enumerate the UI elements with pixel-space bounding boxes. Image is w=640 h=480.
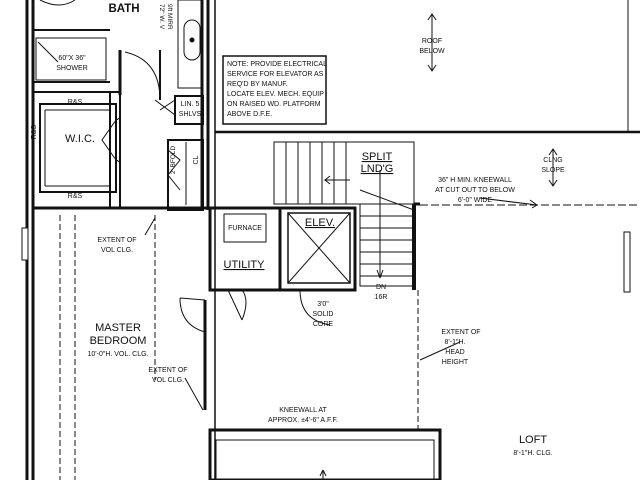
wic-area <box>39 103 121 193</box>
elev-note-line: REQ'D BY MANUF. <box>227 81 288 88</box>
label-cl: CL <box>193 155 200 164</box>
roof-arrow <box>427 13 437 72</box>
label-solid-3: CORE <box>313 321 334 328</box>
label-extent-vol-2b: VOL CLG. <box>152 377 184 384</box>
label-solid-1: 3'0" <box>317 301 329 308</box>
label-lin-2: SHLVS <box>179 111 202 118</box>
kneewall-note-line: AT CUT OUT TO BELOW <box>435 187 515 194</box>
label-elev: ELEV. <box>305 217 335 229</box>
label-clng-1: CLNG <box>543 157 562 164</box>
label-extent-head-1: EXTENT OF <box>441 329 480 336</box>
label-extent-head-4: HEIGHT <box>442 359 469 366</box>
kneewall-note: 36" H MIN. KNEEWALL AT CUT OUT TO BELOW … <box>435 177 515 204</box>
bath-area <box>33 0 204 101</box>
label-roof-2: BELOW <box>419 48 445 55</box>
kneewall-note-line: 6'-0" WIDE <box>458 197 492 204</box>
elev-note-line: LOCATE ELEV. MECH. EQUIP <box>227 91 324 98</box>
label-roof-1: ROOF <box>422 38 442 45</box>
label-furnace: FURNACE <box>228 225 262 232</box>
elev-note-line: NOTE: PROVIDE ELECTRICAL <box>227 61 327 68</box>
label-mirror-2: 9ft MIRR <box>166 4 173 30</box>
elev-note-line: SERVICE FOR ELEVATOR AS <box>227 71 324 78</box>
stairs <box>273 141 420 290</box>
label-rs-top: R&S <box>68 99 83 106</box>
label-bifold: 2' BFOLD <box>170 146 177 175</box>
label-master-clg: 10'-0"H. VOL. CLG. <box>87 351 148 358</box>
slope-arrow <box>548 148 558 187</box>
label-utility: UTILITY <box>224 259 266 271</box>
label-kneewall-2b: APPROX. ±4'-6" A.F.F. <box>268 417 338 424</box>
elevator-note-box <box>222 55 327 125</box>
label-bath: BATH <box>108 3 139 15</box>
elev-note-line: ON RAISED WD. PLATFORM <box>227 101 321 108</box>
label-solid-2: SOLID <box>312 311 333 318</box>
loft-opening <box>208 428 442 480</box>
label-split-2: LND'G <box>361 163 394 175</box>
label-extent-head-2: 8'-1"H. <box>445 339 466 346</box>
kneewall-note-line: 36" H MIN. KNEEWALL <box>438 177 512 184</box>
roof-below <box>214 0 640 480</box>
utility-elevator <box>208 206 357 326</box>
label-mirror-1: 72" W. V <box>158 4 165 30</box>
label-loft-clg: 8'-1"H. CLG. <box>513 450 552 457</box>
label-extent-head-3: HEAD <box>445 349 464 356</box>
label-shower-1: 60"X 36" <box>58 55 86 62</box>
label-rs-side: R&S <box>31 124 38 139</box>
label-dn: DN <box>376 284 386 291</box>
linen-closet <box>154 95 204 211</box>
window-right <box>623 231 631 293</box>
elevator-note: NOTE: PROVIDE ELECTRICAL SERVICE FOR ELE… <box>227 61 327 118</box>
label-extent-vol-1a: EXTENT OF <box>97 237 136 244</box>
label-kneewall-2a: KNEEWALL AT <box>279 407 327 414</box>
label-split-1: SPLIT <box>362 151 393 163</box>
label-loft: LOFT <box>519 434 547 446</box>
window-left <box>21 227 29 261</box>
label-wic: W.I.C. <box>65 133 95 145</box>
label-shower-2: SHOWER <box>56 65 88 72</box>
label-lin-1: LIN. 5 <box>181 101 200 108</box>
label-rs-bottom: R&S <box>68 193 83 200</box>
label-extent-vol-2a: EXTENT OF <box>148 367 187 374</box>
label-extent-vol-1b: VOL CLG. <box>101 247 133 254</box>
label-master-1: MASTER <box>95 322 141 334</box>
elev-note-line: ABOVE D.F.E. <box>227 111 272 118</box>
label-clng-2: SLOPE <box>541 167 565 174</box>
label-master-2: BEDROOM <box>90 335 147 347</box>
label-dn-risers: 16R <box>375 294 388 301</box>
